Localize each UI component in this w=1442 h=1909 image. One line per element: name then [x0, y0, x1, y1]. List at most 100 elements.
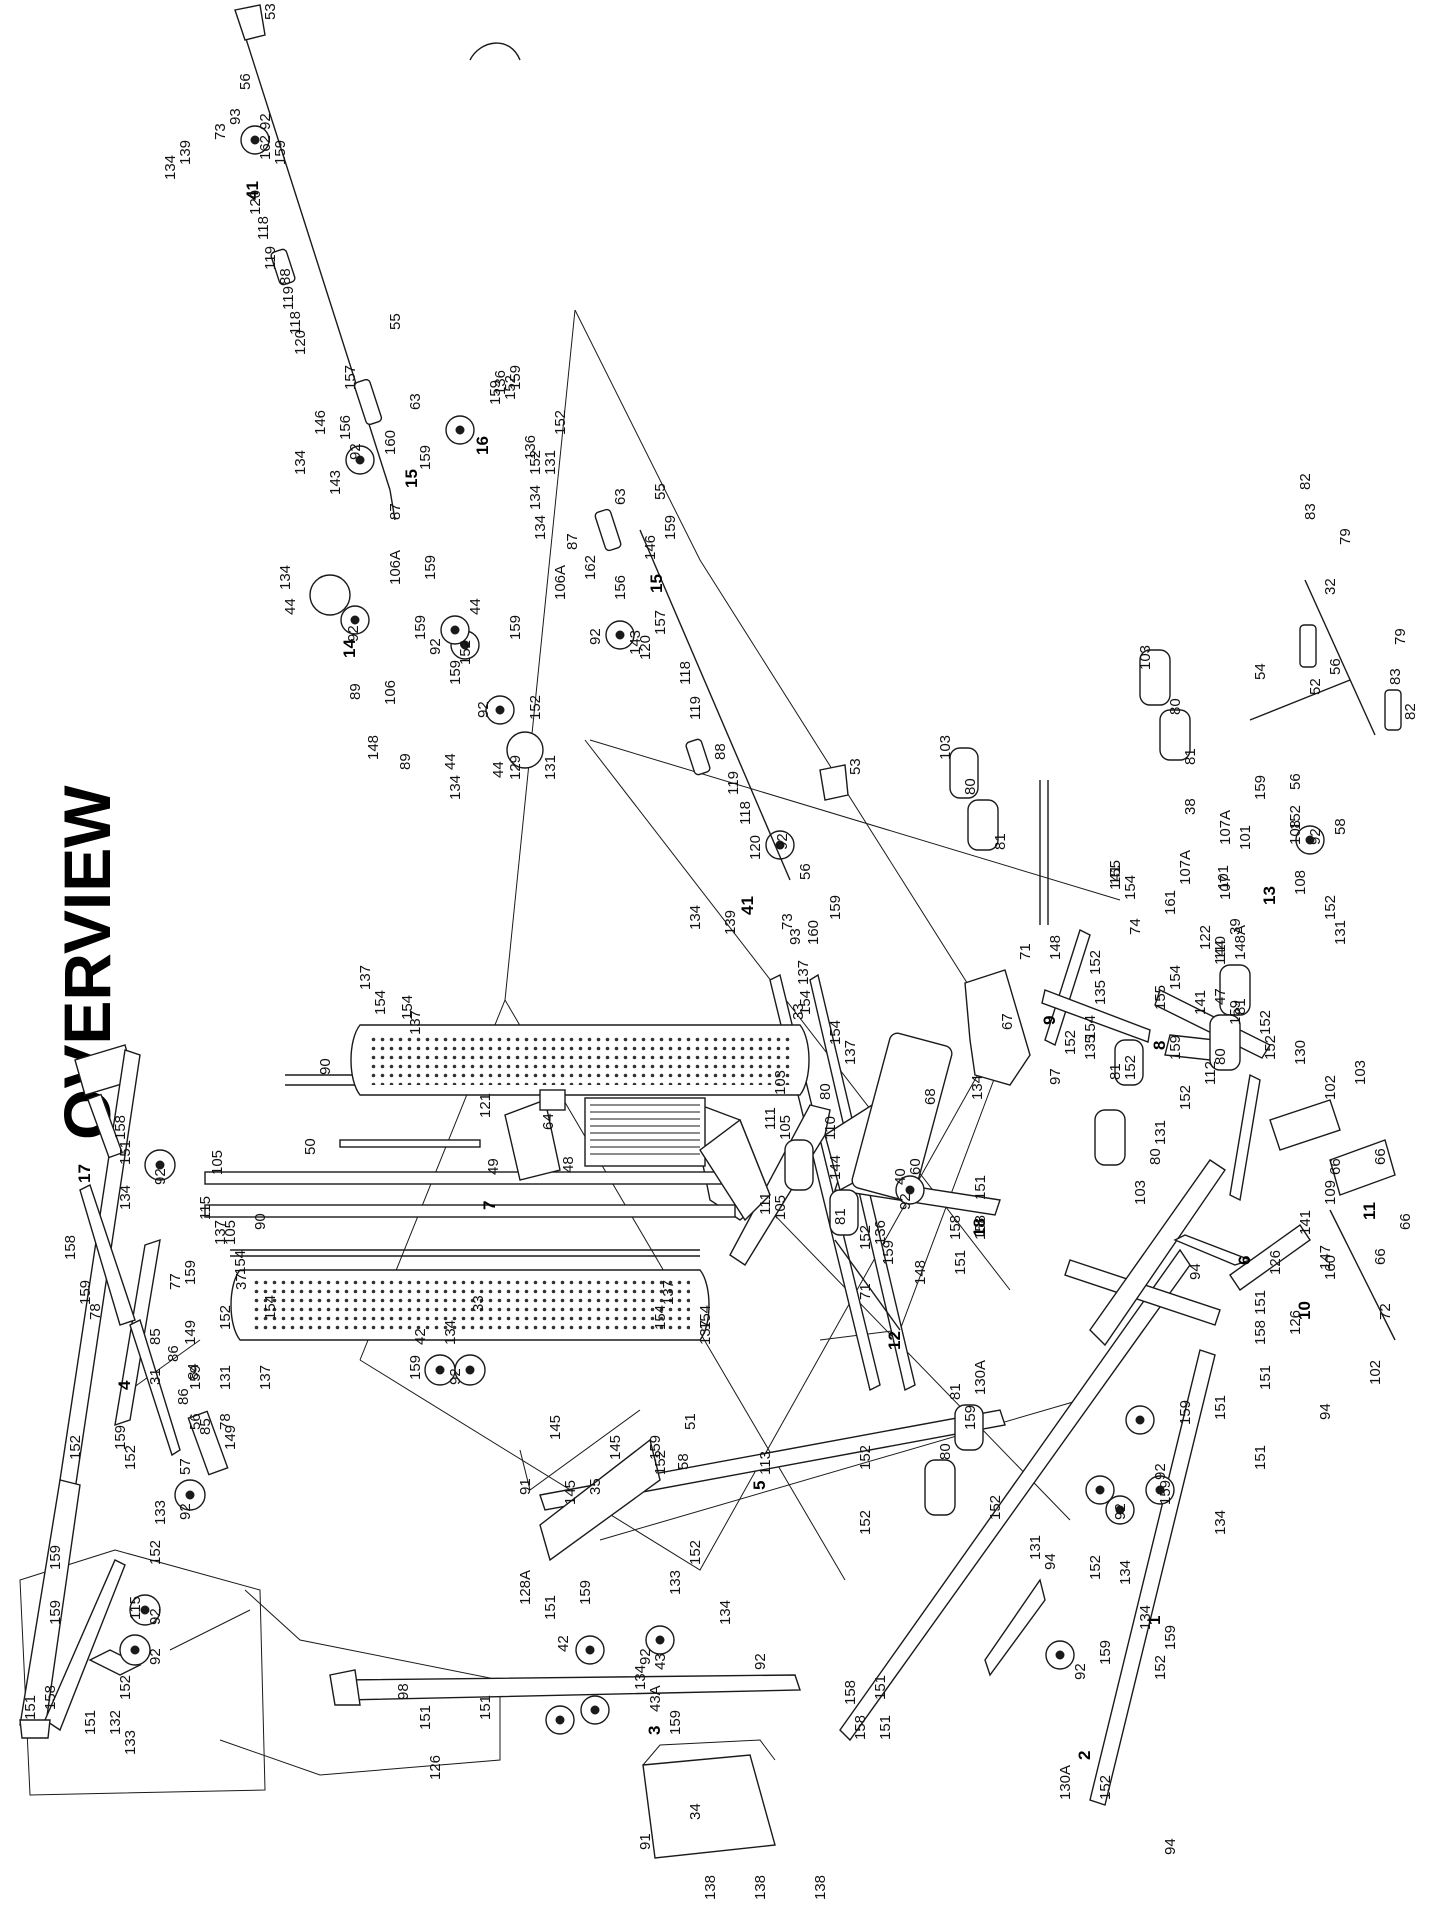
part-label: 102: [1322, 1075, 1339, 1100]
part-label: 106A: [552, 565, 569, 600]
part-label: 105: [209, 1150, 226, 1175]
part-label: 148: [365, 735, 382, 760]
part-label: 55: [652, 483, 669, 500]
part-label: 134: [717, 1600, 734, 1625]
part-label: 148: [1047, 935, 1064, 960]
part-label: 41: [243, 181, 262, 200]
part-label: 66: [1372, 1148, 1389, 1165]
part-label: 159: [417, 445, 434, 470]
part-label: 83: [1302, 503, 1319, 520]
part-label: 152: [527, 450, 544, 475]
part-label: 134: [969, 1075, 986, 1100]
part-label: 10: [1295, 1301, 1314, 1320]
part-label: 56: [237, 73, 254, 90]
part-label: 98: [395, 1683, 412, 1700]
part-label: 103: [772, 1070, 789, 1095]
part-label: 119: [280, 286, 297, 310]
roller-pads: [784, 649, 1251, 1516]
part-label: 83: [1387, 668, 1404, 685]
part-label: 51: [682, 1413, 699, 1430]
part-label: 77: [167, 1273, 184, 1290]
part-label: 120: [247, 190, 264, 215]
part-label: 109: [1322, 1180, 1339, 1205]
part-label: 139: [177, 140, 194, 165]
part-label: 92: [147, 1648, 164, 1665]
part-label: 144: [827, 1155, 844, 1180]
part-label: 103: [1352, 1060, 1369, 1085]
part-label: 42: [412, 1328, 429, 1345]
part-label: 159: [1097, 1640, 1114, 1665]
part-label: 81: [992, 833, 1009, 850]
part-label: 57: [177, 1458, 194, 1475]
part-label: 152: [527, 695, 544, 720]
part-label: 93: [227, 108, 244, 125]
part-label: 130A: [972, 1360, 989, 1395]
part-label: 18: [970, 1218, 989, 1237]
part-label: 152: [1097, 1775, 1114, 1800]
part-label: 152: [67, 1435, 84, 1460]
part-label: 63: [612, 488, 629, 505]
part-label: 157: [652, 610, 669, 635]
part-label: 159: [412, 615, 429, 640]
part-label: 135: [1092, 980, 1109, 1005]
part-label: 131: [1027, 1535, 1044, 1560]
part-label: 17: [75, 1164, 94, 1183]
part-label: 53: [847, 758, 864, 775]
part-label: 137: [257, 1365, 274, 1390]
part-label: 151: [1212, 1395, 1229, 1420]
part-label: 115: [127, 1596, 144, 1620]
part-label: 126: [1287, 1310, 1304, 1335]
part-label: 103: [1137, 645, 1154, 670]
part-label: 154: [1082, 1015, 1099, 1040]
part-label: 152: [552, 410, 569, 435]
part-label: 152: [1322, 895, 1339, 920]
part-label: 158: [112, 1115, 129, 1140]
part-label: 85: [197, 1418, 214, 1435]
part-label: 136: [522, 435, 539, 460]
part-label: 132: [107, 1710, 124, 1735]
part-label: 149: [182, 1320, 199, 1345]
part-label: 92: [1307, 828, 1324, 845]
part-label: 154: [399, 995, 416, 1020]
part-label: 162: [582, 555, 599, 580]
part-label: 31: [147, 1368, 164, 1385]
part-label: 80: [937, 1443, 954, 1460]
part-label: 115: [197, 1196, 214, 1220]
weight-stack-assembly: [204, 1024, 810, 1341]
part-label: 82: [1297, 473, 1314, 490]
part-label: 158: [42, 1685, 59, 1710]
part-label: 91: [637, 1833, 654, 1850]
part-label: 152: [457, 640, 474, 665]
part-label: 145: [562, 1480, 579, 1505]
part-label: 67: [999, 1013, 1016, 1030]
part-label: 138: [812, 1875, 829, 1900]
part-label: 119: [262, 246, 279, 270]
part-label: 92: [1072, 1663, 1089, 1680]
part-label: 111: [757, 1192, 774, 1215]
part-label: 159: [447, 660, 464, 685]
part-label: 134: [277, 565, 294, 590]
part-label: 63: [407, 393, 424, 410]
part-label: 118: [737, 801, 754, 825]
part-label: 64: [540, 1113, 557, 1130]
part-label: 156: [612, 575, 629, 600]
part-label: 139: [722, 910, 739, 935]
part-label: 159: [1227, 1000, 1244, 1025]
part-label: 92: [475, 701, 492, 718]
part-label: 143: [327, 470, 344, 495]
part-label: 56: [187, 1413, 204, 1430]
part-label: 47: [1212, 988, 1229, 1005]
part-label: 58: [675, 1453, 692, 1470]
part-label: 159: [1252, 775, 1269, 800]
part-label: 12: [885, 1331, 904, 1350]
part-label: 110: [1212, 936, 1229, 960]
part-label: 136: [492, 370, 509, 395]
part-label: 66: [1372, 1248, 1389, 1265]
part-label: 134: [442, 1320, 459, 1345]
part-label: 151: [117, 1140, 134, 1165]
part-label: 7: [480, 1201, 499, 1210]
part-label: 107: [1217, 875, 1234, 900]
part-label: 137: [842, 1040, 859, 1065]
part-label: 152: [147, 1540, 164, 1565]
part-label: 105: [772, 1195, 789, 1220]
